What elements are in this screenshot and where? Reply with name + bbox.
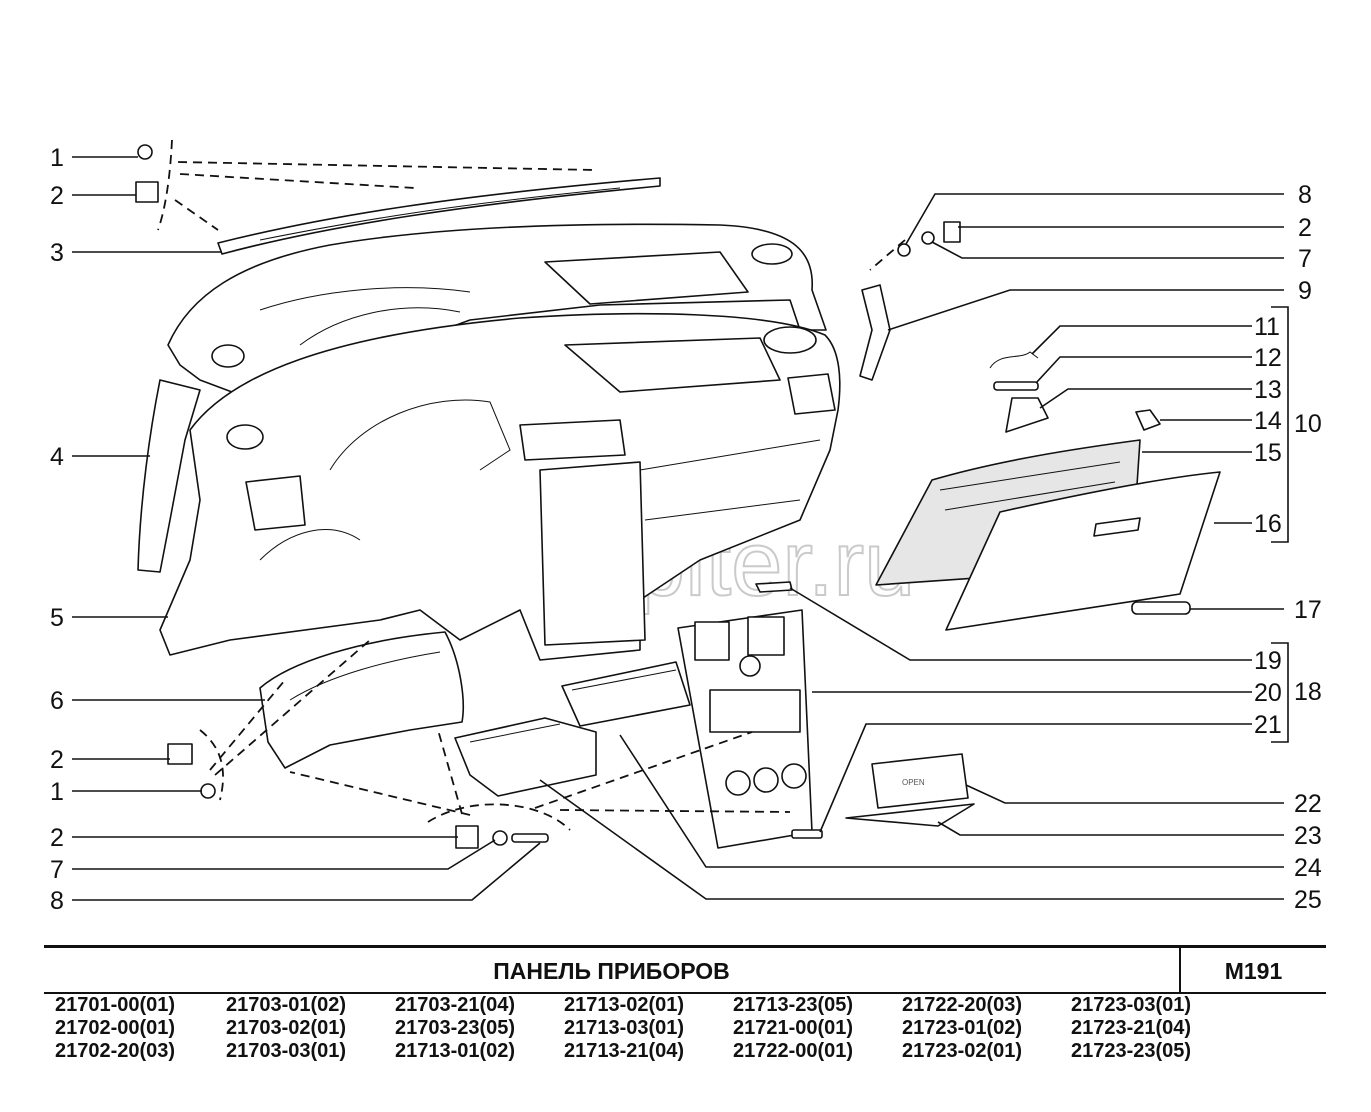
- callout-12: 12: [1254, 344, 1282, 372]
- callout-20: 20: [1254, 679, 1282, 707]
- part-13-latch: [1005, 397, 1049, 433]
- part-17-rod: [1131, 601, 1191, 615]
- title-block: ПАНЕЛЬ ПРИБОРОВ М191: [44, 945, 1326, 994]
- callout-8-low: 8: [50, 887, 64, 915]
- codes-column: 21713-02(01) 21713-03(01) 21713-21(04): [564, 994, 684, 1063]
- part-7-washer-low: [492, 830, 508, 846]
- model-code: 21722-20(03): [902, 994, 1023, 1016]
- part-22-label: OPEN: [902, 778, 925, 787]
- callout-7-low: 7: [50, 856, 64, 884]
- part-8-screw-low: [511, 833, 549, 843]
- callout-16: 16: [1254, 510, 1282, 538]
- codes-column: 21722-20(03) 21723-01(02) 21723-02(01): [902, 994, 1022, 1063]
- part-21-screw: [791, 829, 823, 839]
- callout-24: 24: [1294, 854, 1322, 882]
- part-5-dashboard-body: [159, 312, 841, 661]
- model-code: 21721-00(01): [733, 1017, 854, 1039]
- callout-2-low: 2: [50, 824, 64, 852]
- callout-8-right: 8: [1298, 181, 1312, 209]
- sheet-code: М191: [1224, 958, 1283, 984]
- model-code: 21703-02(01): [226, 1017, 347, 1039]
- assembly-arrows: [157, 139, 906, 831]
- callout-numbers-right: 8 2 7 9 11 12 13 14 10 15 16 17 19 20 18…: [1254, 181, 1322, 914]
- part-2-clip-right: [943, 221, 961, 243]
- model-code: 21723-03(01): [1071, 994, 1192, 1016]
- callout-23: 23: [1294, 822, 1322, 850]
- part-23-mat: [845, 803, 975, 827]
- callout-2-mid: 2: [50, 746, 64, 774]
- codes-column: 21723-03(01) 21723-21(04) 21723-23(05): [1071, 994, 1191, 1063]
- callout-10: 10: [1294, 410, 1322, 438]
- callout-4: 4: [50, 443, 64, 471]
- model-code: 21723-23(05): [1071, 1040, 1192, 1062]
- callout-7-right: 7: [1298, 245, 1312, 273]
- callout-25: 25: [1294, 886, 1322, 914]
- callout-18: 18: [1294, 678, 1322, 706]
- part-9-bracket: [859, 284, 891, 381]
- part-8-screw: [897, 243, 911, 257]
- page-title: ПАНЕЛЬ ПРИБОРОВ: [493, 958, 730, 984]
- callout-2-right: 2: [1298, 214, 1312, 242]
- part-7-washer: [921, 231, 935, 245]
- part-6-cluster-hood: [259, 631, 465, 769]
- callout-13: 13: [1254, 376, 1282, 404]
- callout-19: 19: [1254, 647, 1282, 675]
- model-code: 21702-00(01): [55, 1017, 176, 1039]
- part-2-clip-mid: [167, 743, 193, 765]
- model-code: 21702-20(03): [55, 1040, 176, 1062]
- callout-17: 17: [1294, 596, 1322, 624]
- model-code: 21722-00(01): [733, 1040, 854, 1062]
- callout-6: 6: [50, 687, 64, 715]
- model-code: 21703-01(02): [226, 994, 347, 1016]
- part-2-clip-low: [455, 825, 479, 849]
- callout-21: 21: [1254, 711, 1282, 739]
- codes-column: 21703-21(04) 21703-23(05) 21713-01(02): [395, 994, 515, 1063]
- callout-15: 15: [1254, 439, 1282, 467]
- part-11-spring: [989, 351, 1039, 369]
- callout-9: 9: [1298, 277, 1312, 305]
- codes-column: 21701-00(01) 21702-00(01) 21702-20(03): [55, 994, 175, 1063]
- callout-5: 5: [50, 604, 64, 632]
- model-code: 21713-21(04): [564, 1040, 685, 1062]
- model-code: 21713-01(02): [395, 1040, 516, 1062]
- part-25-pocket: [454, 717, 597, 797]
- callout-14: 14: [1254, 407, 1282, 435]
- part-20-console-panel: [677, 609, 813, 849]
- codes-column: 21713-23(05) 21721-00(01) 21722-00(01): [733, 994, 853, 1063]
- callout-3: 3: [50, 239, 64, 267]
- model-code: 21701-00(01): [55, 994, 176, 1016]
- callout-1: 1: [50, 144, 64, 172]
- part-16-glovebox-lid: [945, 471, 1221, 631]
- callout-2: 2: [50, 182, 64, 210]
- model-code: 21723-01(02): [902, 1017, 1023, 1039]
- part-1-screw-top: [137, 144, 153, 160]
- callout-22: 22: [1294, 790, 1322, 818]
- callout-numbers-left: 1 2 3 4 5 6 2 1 2 7 8: [50, 144, 64, 915]
- model-code: 21703-03(01): [226, 1040, 347, 1062]
- model-code: 21713-02(01): [564, 994, 685, 1016]
- exploded-parts-diagram: autopiter.ru: [50, 139, 1322, 915]
- part-19-clip: [755, 581, 793, 593]
- model-code: 21723-21(04): [1071, 1017, 1192, 1039]
- title-divider: [1179, 948, 1181, 992]
- leader-lines: [72, 156, 1289, 901]
- callout-1-mid: 1: [50, 778, 64, 806]
- part-3-defroster-grille: [217, 177, 661, 255]
- callout-11: 11: [1254, 313, 1280, 341]
- part-1-screw-mid: [200, 783, 216, 799]
- model-code: 21703-21(04): [395, 994, 516, 1016]
- part-22-cover: OPEN: [871, 753, 969, 809]
- model-code: 21703-23(05): [395, 1017, 516, 1039]
- model-code: 21713-23(05): [733, 994, 854, 1016]
- part-24-tray: [561, 661, 691, 727]
- part-12-pin: [993, 381, 1039, 391]
- part-2-clip-top: [135, 181, 159, 203]
- part-14-buffer: [1135, 409, 1161, 431]
- model-code: 21713-03(01): [564, 1017, 685, 1039]
- model-code: 21723-02(01): [902, 1040, 1023, 1062]
- codes-column: 21703-01(02) 21703-02(01) 21703-03(01): [226, 994, 346, 1063]
